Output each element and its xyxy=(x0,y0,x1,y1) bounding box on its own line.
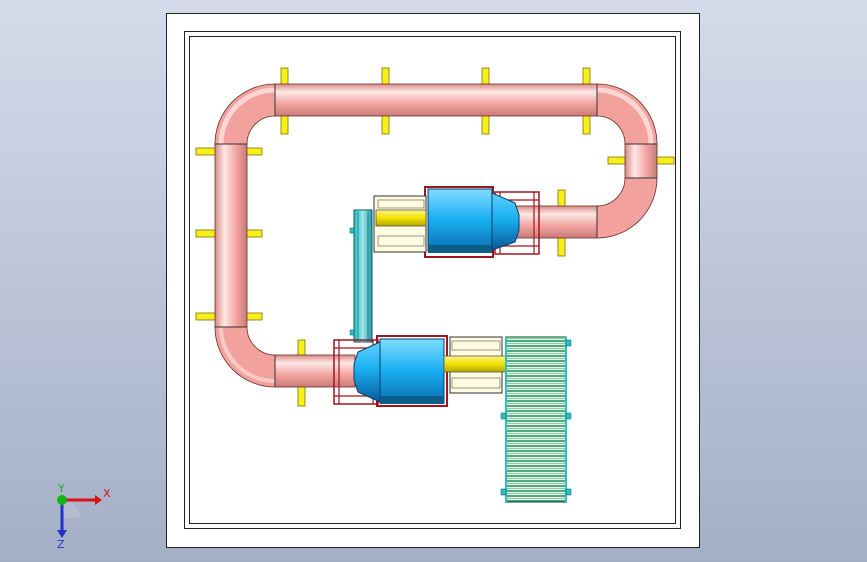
duct-pipe[interactable] xyxy=(214,83,658,388)
roller-conveyor[interactable] xyxy=(500,336,572,503)
sheet-border-inner xyxy=(189,36,676,524)
x-axis-label: X xyxy=(103,487,111,500)
lower-fan-unit[interactable] xyxy=(333,335,507,407)
upper-fan-unit[interactable] xyxy=(373,186,540,258)
y-axis-arrow xyxy=(57,495,67,505)
z-axis-label: Z xyxy=(57,538,65,550)
y-axis-label: Y xyxy=(57,482,65,495)
coordinate-triad: X Y Z xyxy=(57,482,111,550)
sheet-border-outer xyxy=(184,31,681,529)
transfer-conveyor[interactable] xyxy=(349,209,373,343)
